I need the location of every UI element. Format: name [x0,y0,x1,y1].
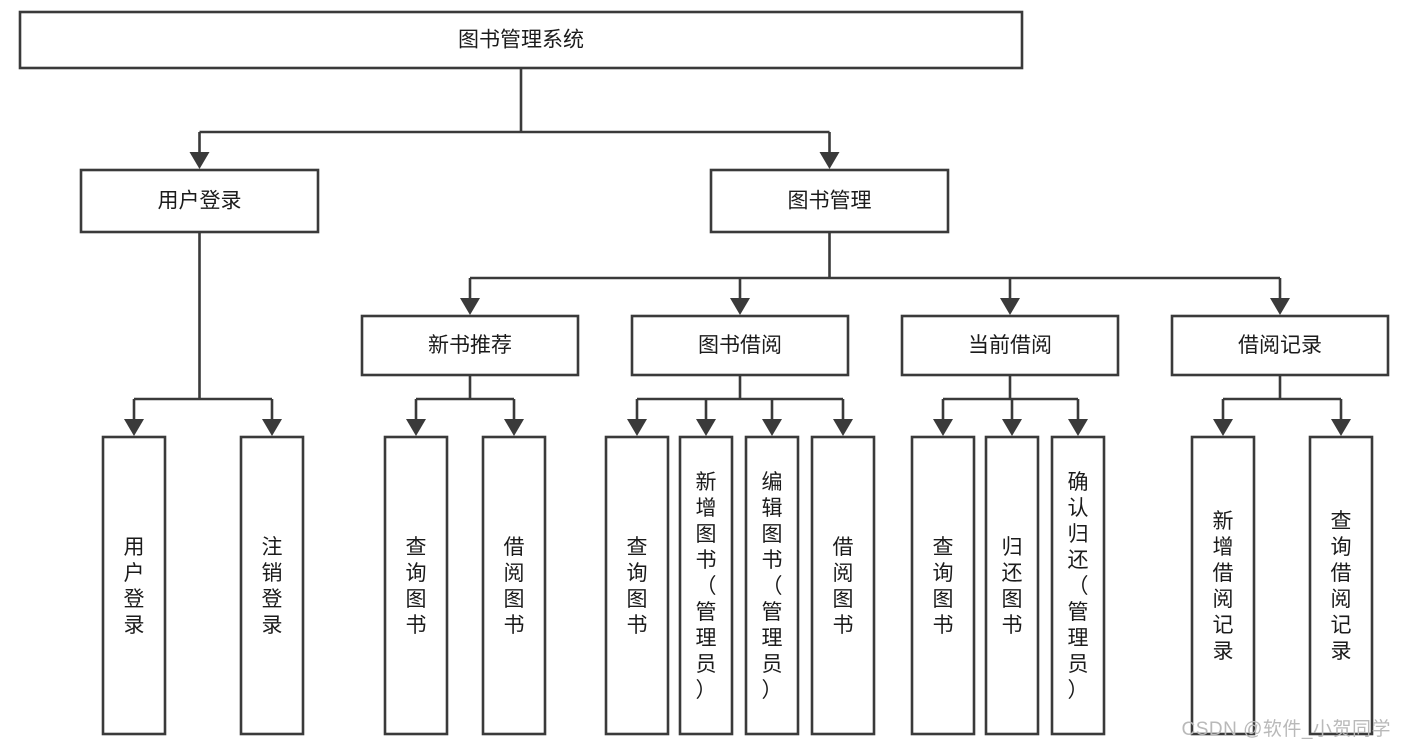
edge-group [1213,375,1351,436]
node-box [239,435,305,736]
node-l-bb-borrow[interactable]: 借阅图书 [810,435,876,736]
node-box [1050,435,1106,736]
node-label: 图书管理系统 [458,29,584,52]
node-label: 借阅图书 [833,536,854,637]
edge-group [406,375,524,436]
node-l-bb-add[interactable]: 新增图书（管理员） [678,435,734,736]
node-box [910,435,976,736]
edges-layer [124,68,1351,436]
node-l-cb-return[interactable]: 归还图书 [984,435,1040,736]
node-label: 查询借阅记录 [1331,510,1352,663]
node-box [630,314,850,377]
node-l-user-login[interactable]: 用户登录 [101,435,167,736]
node-l-rec-add[interactable]: 新增借阅记录 [1190,435,1256,736]
node-n-new-book[interactable]: 新书推荐 [360,314,580,377]
node-l-nb-query[interactable]: 查询图书 [383,435,449,736]
edge-group [189,68,840,169]
node-l-bb-edit[interactable]: 编辑图书（管理员） [744,435,800,736]
node-l-bb-query[interactable]: 查询图书 [604,435,670,736]
node-box [18,10,1024,70]
node-label: 新增图书（管理员） [696,471,717,702]
node-root[interactable]: 图书管理系统 [18,10,1024,70]
node-n-book-mgmt[interactable]: 图书管理 [709,168,950,234]
node-label: 注销登录 [262,536,283,637]
node-l-user-logout[interactable]: 注销登录 [239,435,305,736]
node-box [101,435,167,736]
node-box [744,435,800,736]
node-box [984,435,1040,736]
node-box [900,314,1120,377]
node-n-record[interactable]: 借阅记录 [1170,314,1390,377]
node-box [1190,435,1256,736]
node-box [79,168,320,234]
node-label: 归还图书 [1002,536,1023,637]
node-n-borrow[interactable]: 图书借阅 [630,314,850,377]
node-box [604,435,670,736]
node-l-cb-confirm[interactable]: 确认归还（管理员） [1050,435,1106,736]
node-label: 当前借阅 [968,334,1052,357]
node-box [360,314,580,377]
edge-group [933,375,1088,436]
node-label: 借阅记录 [1238,334,1322,357]
edge-group [124,232,282,436]
node-n-current[interactable]: 当前借阅 [900,314,1120,377]
node-n-user-login[interactable]: 用户登录 [79,168,320,234]
node-label: 用户登录 [158,190,242,213]
node-label: 新增借阅记录 [1213,510,1234,663]
edge-group [460,232,1290,315]
edge-group [627,375,853,436]
node-box [709,168,950,234]
node-box [678,435,734,736]
node-label: 确认归还（管理员） [1068,471,1089,702]
node-l-nb-borrow[interactable]: 借阅图书 [481,435,547,736]
node-label: 图书借阅 [698,334,782,357]
node-box [1170,314,1390,377]
nodes-layer: 图书管理系统用户登录图书管理新书推荐图书借阅当前借阅借阅记录用户登录注销登录查询… [18,10,1390,736]
node-label: 查询图书 [627,536,648,637]
node-l-cb-query[interactable]: 查询图书 [910,435,976,736]
node-label: 新书推荐 [428,334,512,357]
node-label: 查询图书 [406,536,427,637]
node-label: 查询图书 [933,536,954,637]
node-label: 借阅图书 [504,536,525,637]
node-l-rec-query[interactable]: 查询借阅记录 [1308,435,1374,736]
node-box [810,435,876,736]
node-label: 图书管理 [788,190,872,213]
node-box [383,435,449,736]
node-label: 用户登录 [124,536,145,637]
node-label: 编辑图书（管理员） [762,471,783,702]
node-box [481,435,547,736]
node-box [1308,435,1374,736]
